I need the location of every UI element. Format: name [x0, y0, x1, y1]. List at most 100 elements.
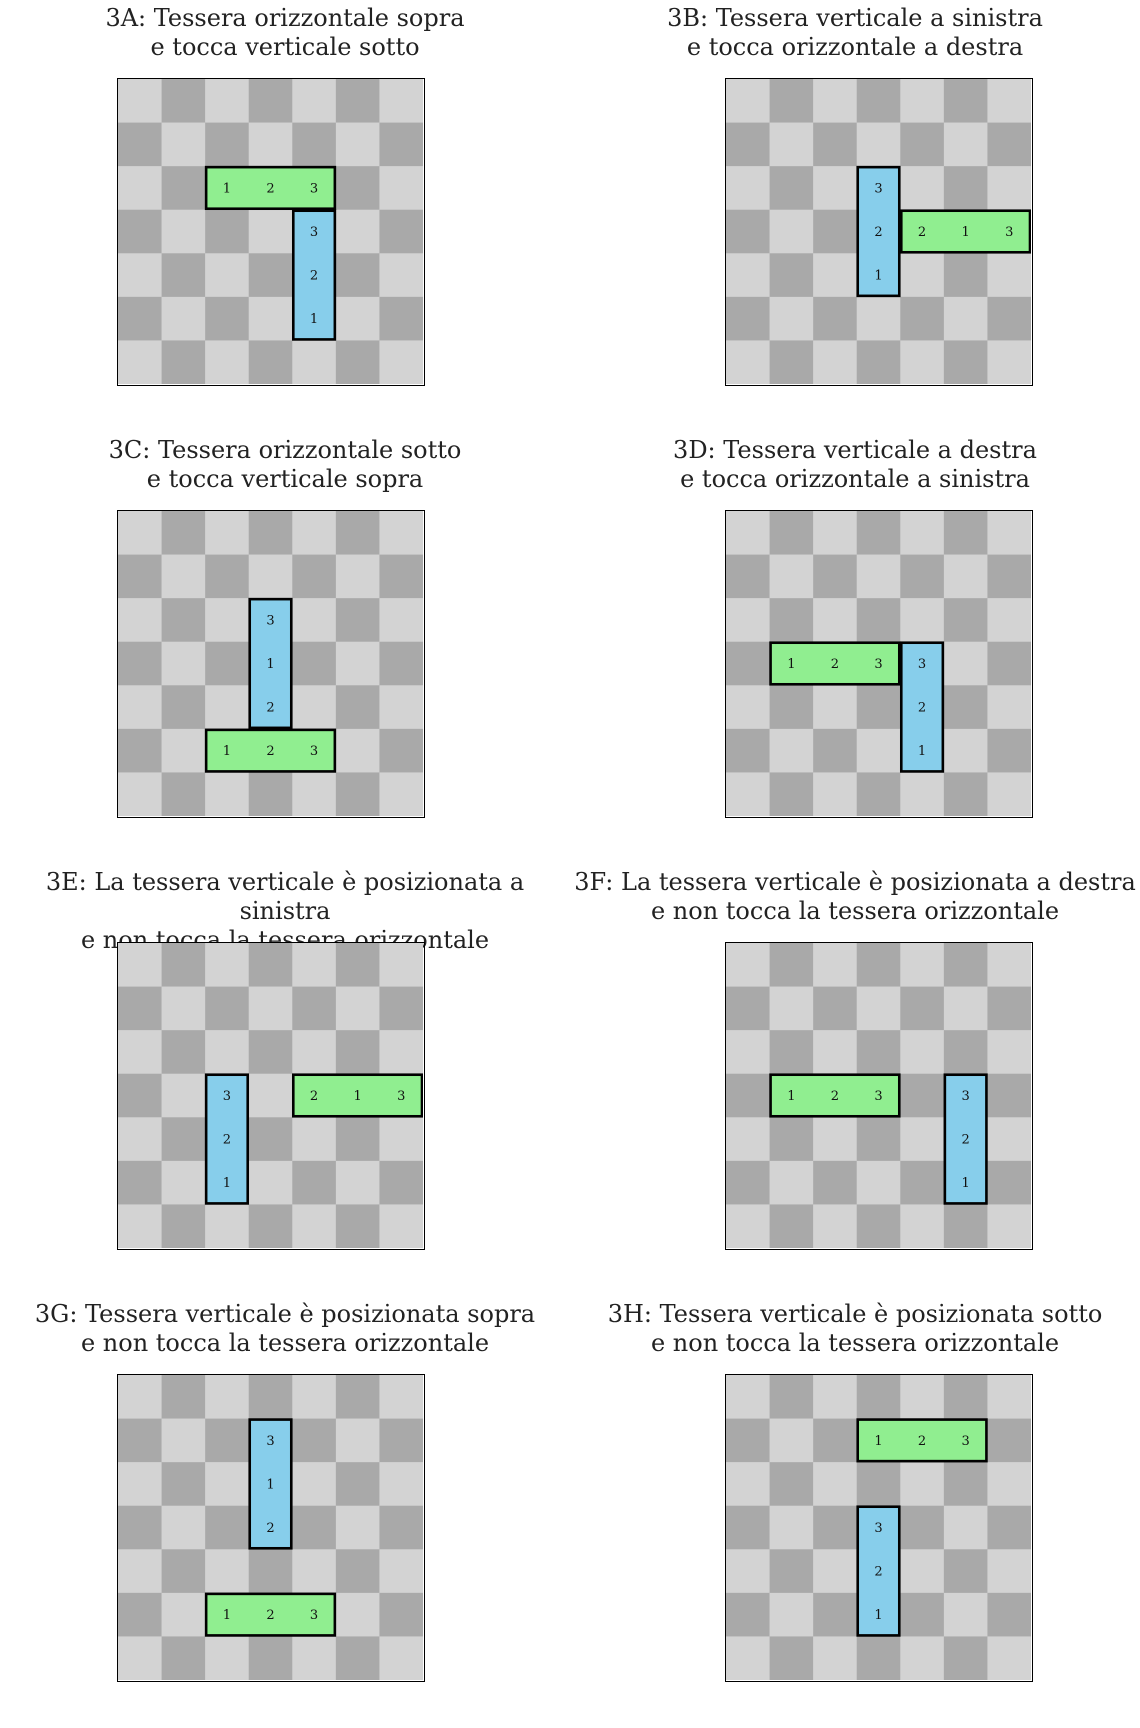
tile-body	[204, 165, 337, 211]
board-square	[987, 598, 1031, 643]
board-square	[900, 1636, 945, 1680]
board-square	[161, 685, 206, 730]
board-square	[900, 1592, 945, 1637]
board-square	[118, 1160, 162, 1205]
board-square	[335, 943, 380, 987]
board-square	[769, 296, 814, 341]
board-square	[813, 209, 858, 254]
board-square	[379, 166, 423, 211]
vertical-tile[interactable]: 321	[899, 641, 945, 773]
board-square	[292, 1636, 337, 1680]
tile-number-label: 1	[962, 1176, 970, 1191]
board-square	[248, 253, 293, 298]
board-square	[856, 79, 901, 123]
board-square	[900, 1030, 945, 1075]
board-square	[769, 1636, 814, 1680]
board-square	[248, 340, 293, 384]
board-square	[292, 1418, 337, 1463]
board-square	[118, 296, 162, 341]
board-square	[335, 772, 380, 816]
board-square	[292, 340, 337, 384]
panel-title: 3F: La tessera verticale è posizionata a…	[570, 868, 1140, 926]
board-square	[987, 1160, 1031, 1205]
board-square	[943, 1030, 988, 1075]
board-square	[813, 943, 858, 987]
board-square	[769, 728, 814, 773]
board-square	[813, 1204, 858, 1248]
board-square	[118, 1549, 162, 1594]
board-square	[900, 1117, 945, 1162]
tile-number-label: 1	[266, 1477, 274, 1492]
board-square	[248, 1549, 293, 1594]
board-square	[987, 986, 1031, 1031]
vertical-tile[interactable]: 321	[943, 1073, 988, 1205]
tile-number-label: 2	[266, 181, 274, 196]
tile-number-label: 1	[223, 1608, 231, 1623]
board-square	[292, 986, 337, 1031]
board-square	[726, 554, 770, 599]
board-square	[813, 1117, 858, 1162]
board-square	[943, 986, 988, 1031]
board-square	[943, 511, 988, 555]
board-square	[292, 641, 337, 686]
vertical-tile[interactable]: 321	[204, 1073, 250, 1205]
vertical-tile[interactable]: 321	[856, 165, 901, 298]
vertical-tile[interactable]: 312	[248, 1418, 293, 1550]
board-square	[118, 598, 162, 643]
tile-body	[943, 1073, 988, 1205]
tile-number-label: 1	[874, 269, 882, 284]
board-square	[813, 1592, 858, 1637]
board-square	[161, 986, 206, 1031]
board-square	[987, 1375, 1031, 1419]
board-square	[726, 1549, 770, 1594]
board-square	[943, 1505, 988, 1550]
vertical-tile[interactable]: 321	[856, 1505, 901, 1637]
board-square	[118, 1204, 162, 1248]
board-square	[943, 685, 988, 730]
board-square	[118, 772, 162, 816]
board-square	[813, 340, 858, 384]
board-square	[943, 772, 988, 816]
board-square	[205, 253, 250, 298]
panel-title: 3E: La tessera verticale è posizionata a…	[0, 868, 570, 955]
board-square	[943, 728, 988, 773]
board-square	[987, 253, 1031, 298]
board-square	[335, 1375, 380, 1419]
board-square	[900, 79, 945, 123]
board-square	[856, 1462, 901, 1507]
board-square	[900, 253, 945, 298]
board-square	[205, 1462, 250, 1507]
vertical-tile[interactable]: 321	[291, 209, 337, 341]
board-square	[769, 1549, 814, 1594]
tile-body	[204, 728, 337, 773]
board-square	[726, 1204, 770, 1248]
board-square	[205, 772, 250, 816]
board-square	[769, 685, 814, 730]
board-square	[769, 253, 814, 298]
board-square	[248, 1160, 293, 1205]
tile-number-label: 1	[223, 181, 231, 196]
vertical-tile[interactable]: 312	[248, 597, 293, 730]
tile-number-label: 2	[918, 1434, 926, 1449]
board-square	[813, 1636, 858, 1680]
board-square	[118, 1418, 162, 1463]
board-square	[379, 1204, 423, 1248]
board-square	[813, 685, 858, 730]
board-square	[118, 1636, 162, 1680]
board-square	[161, 511, 206, 555]
board-square	[118, 511, 162, 555]
board-square	[379, 986, 423, 1031]
board-square	[900, 166, 945, 211]
board-square	[726, 122, 770, 167]
